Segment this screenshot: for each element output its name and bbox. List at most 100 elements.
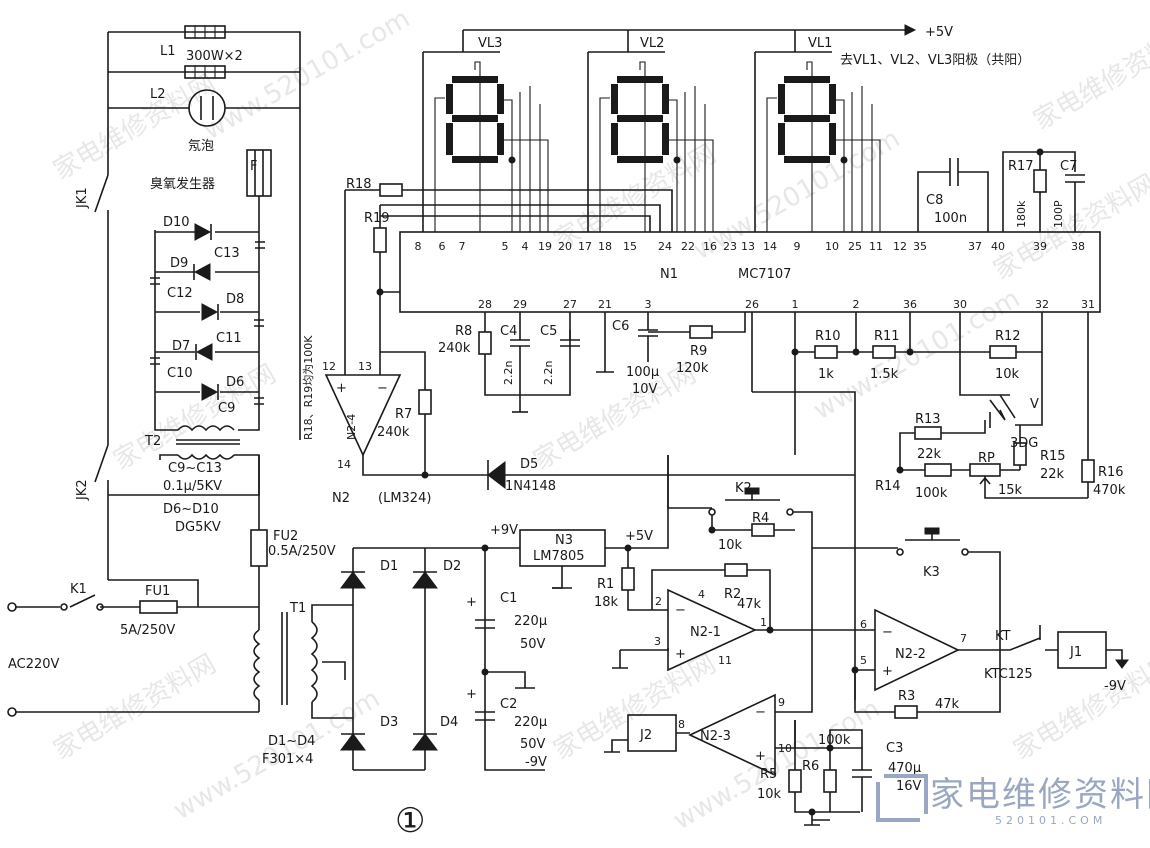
n2-4-pin13: 13 xyxy=(358,360,372,373)
minus9v-rail-label: -9V xyxy=(525,755,547,770)
n2-part: (LM324) xyxy=(378,491,431,506)
c3-value1: 470μ xyxy=(888,761,921,776)
k1-label: K1 xyxy=(70,582,87,597)
c2-value1: 220μ xyxy=(514,715,547,730)
c6-label: C6 xyxy=(612,319,629,334)
fu1-label: FU1 xyxy=(145,584,170,599)
n2-2-label: N2-2 xyxy=(895,647,926,662)
ic-top-pin-35: 35 xyxy=(913,240,927,253)
control-section: K2 R4 10k R1 18k R2 47k − + N2-1 2 3 4 1… xyxy=(594,455,1129,826)
c5-label: C5 xyxy=(540,324,557,339)
r16-value: 470k xyxy=(1093,483,1126,498)
plus5v-reg-label: +5V xyxy=(625,529,653,544)
r8-label: R8 xyxy=(455,324,472,339)
display-vl2 xyxy=(599,61,714,232)
opamp-n2-4: + − N2-4 12 13 14 R7 240k N2 (LM324) D5 … xyxy=(322,351,855,506)
ozone-label: 臭氧发生器 xyxy=(150,176,215,192)
n2-1-plus: + xyxy=(675,647,686,662)
r9-value: 120k xyxy=(676,361,709,376)
d8-label: D8 xyxy=(226,292,244,307)
r14-value: 100k xyxy=(915,486,948,501)
c2-label: C2 xyxy=(500,697,517,712)
ic-top-pin-18: 18 xyxy=(598,240,612,253)
c6-value2: 10V xyxy=(632,382,658,397)
ic-bottom-pin-26: 26 xyxy=(745,298,759,311)
n2-2-plus: + xyxy=(882,664,893,679)
j1-label: J1 xyxy=(1069,645,1082,660)
ic-bottom-pin-21: 21 xyxy=(598,298,612,311)
ic-top-pin-38: 38 xyxy=(1071,240,1085,253)
r4-label: R4 xyxy=(752,511,769,526)
bridge-note: D1~D4 xyxy=(268,734,315,749)
ic-top-pin-5: 5 xyxy=(502,240,509,253)
n2-3-pin9: 9 xyxy=(778,696,785,709)
logo-url: 520101.COM xyxy=(995,814,1106,827)
r1-value: 18k xyxy=(594,595,619,610)
watermark-url: www.520101.com xyxy=(669,694,886,836)
n2-4-pin14: 14 xyxy=(337,458,351,471)
d7-label: D7 xyxy=(172,339,190,354)
plus5v-label: +5V xyxy=(925,25,953,40)
vl1-label: VL1 xyxy=(808,36,832,51)
t2-label: T2 xyxy=(144,434,161,449)
n2-1-pin11: 11 xyxy=(718,654,732,667)
ic-top-pin-9: 9 xyxy=(794,240,801,253)
d5-part: 1N4148 xyxy=(505,479,556,494)
ic-top-pin-15: 15 xyxy=(623,240,637,253)
r2-value: 47k xyxy=(737,597,762,612)
n2-2-minus: − xyxy=(882,625,893,640)
n2-4-minus: − xyxy=(377,381,388,396)
r4-value: 10k xyxy=(718,538,743,553)
n3-part: LM7805 xyxy=(533,549,585,564)
jk2-label: JK2 xyxy=(75,479,90,501)
c6-value1: 100μ xyxy=(626,365,659,380)
n2-1-label: N2-1 xyxy=(690,625,721,640)
r12-label: R12 xyxy=(995,329,1021,344)
bridge-part: F301×4 xyxy=(262,752,313,767)
l1-value: 300W×2 xyxy=(186,49,243,64)
n2-3-pin8: 8 xyxy=(678,718,685,731)
c9-label: C9 xyxy=(218,401,235,416)
vl3-label: VL3 xyxy=(478,36,502,51)
ic-top-pin-8: 8 xyxy=(415,240,422,253)
d10-label: D10 xyxy=(163,215,190,230)
r13-value: 22k xyxy=(917,447,942,462)
minus9v-label: -9V xyxy=(1104,679,1126,694)
n2-1-pin3: 3 xyxy=(654,635,661,648)
ic-top-pin-37: 37 xyxy=(968,240,982,253)
d3-label: D3 xyxy=(380,715,398,730)
ic-top-pin-11: 11 xyxy=(869,240,883,253)
r9-label: R9 xyxy=(690,344,707,359)
display-anode-note: 去VL1、VL2、VL3阳极（共阳） xyxy=(840,53,1030,68)
figure-number: ① xyxy=(395,801,425,841)
c11-label: C11 xyxy=(216,331,242,346)
n2-3-minus: − xyxy=(755,705,766,720)
c1-label: C1 xyxy=(500,591,517,606)
n2-1-pin4: 4 xyxy=(698,588,705,601)
j2-label: J2 xyxy=(639,728,652,743)
ic-bottom-pin-32: 32 xyxy=(1035,298,1049,311)
d2-label: D2 xyxy=(443,559,461,574)
r18-label: R18 xyxy=(346,177,372,192)
ic-top-pin-14: 14 xyxy=(763,240,777,253)
c4-label: C4 xyxy=(500,324,517,339)
ic-top-pin-4: 4 xyxy=(522,240,529,253)
ic-top-pin-12: 12 xyxy=(893,240,907,253)
r15-label: R15 xyxy=(1040,449,1066,464)
n2-2-pin6: 6 xyxy=(860,618,867,631)
plus9v-label: +9V xyxy=(490,523,518,538)
n2-1-minus: − xyxy=(675,603,686,618)
r13-label: R13 xyxy=(915,412,941,427)
r5-label: R5 xyxy=(760,767,777,782)
ic-name: N1 xyxy=(660,267,678,282)
n3-label: N3 xyxy=(555,533,573,548)
c2-value2: 50V xyxy=(520,737,546,752)
r19-label: R19 xyxy=(364,211,390,226)
n2-3-label: N2-3 xyxy=(700,729,731,744)
c5-value: 2.2n xyxy=(542,361,555,385)
ic-bottom-pin-30: 30 xyxy=(953,298,967,311)
ic-bottom-pin-31: 31 xyxy=(1081,298,1095,311)
ic-bottom-pin-2: 2 xyxy=(853,298,860,311)
display-section: VL3 VL2 VL1 去VL1、VL2、VL3阳极（共阳） +5V xyxy=(422,24,1030,232)
